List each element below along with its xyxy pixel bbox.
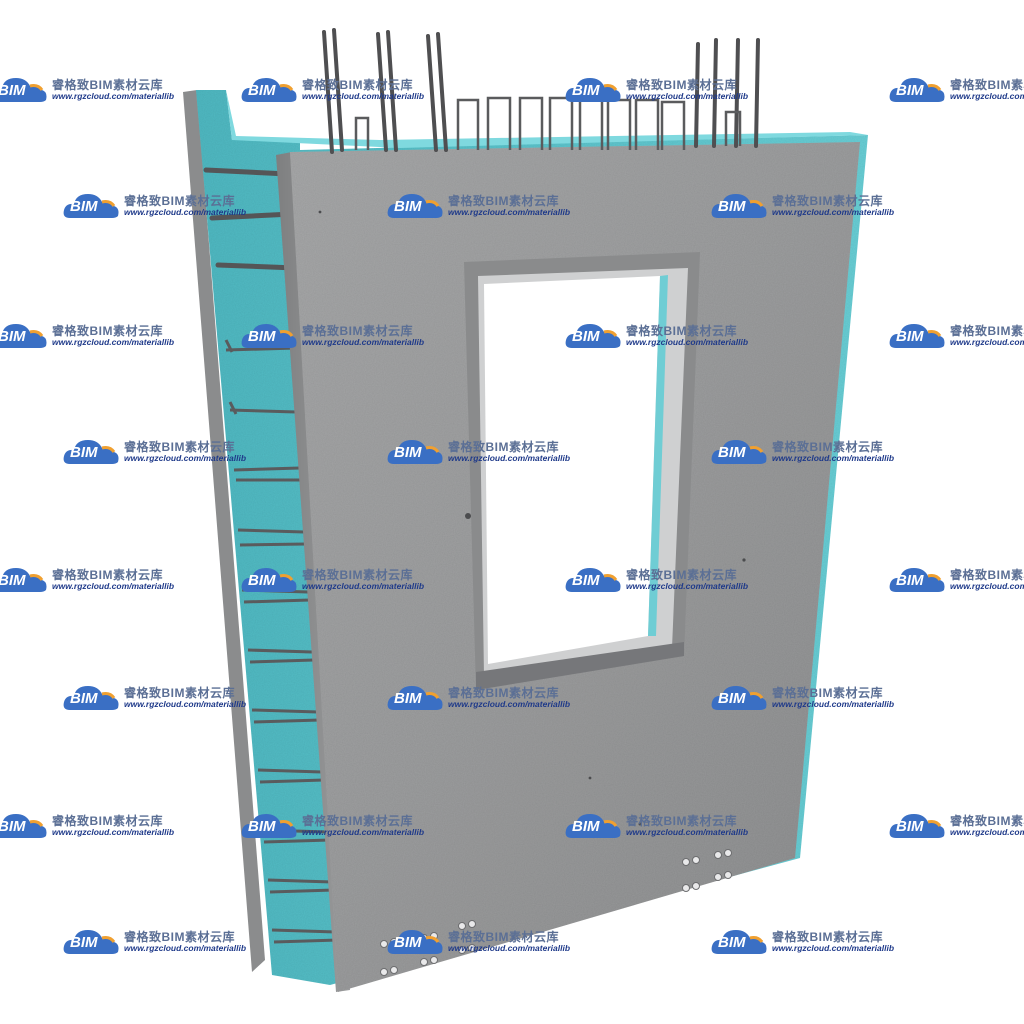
top-rebar-stubs	[322, 28, 760, 154]
window-sill	[476, 642, 684, 690]
back-concrete-wythe	[183, 90, 265, 972]
window-insulation-edge	[648, 275, 668, 636]
insulation-top-edge	[226, 90, 868, 148]
window-glass-opening	[484, 276, 660, 664]
edge-horizontal-bars	[203, 167, 299, 271]
